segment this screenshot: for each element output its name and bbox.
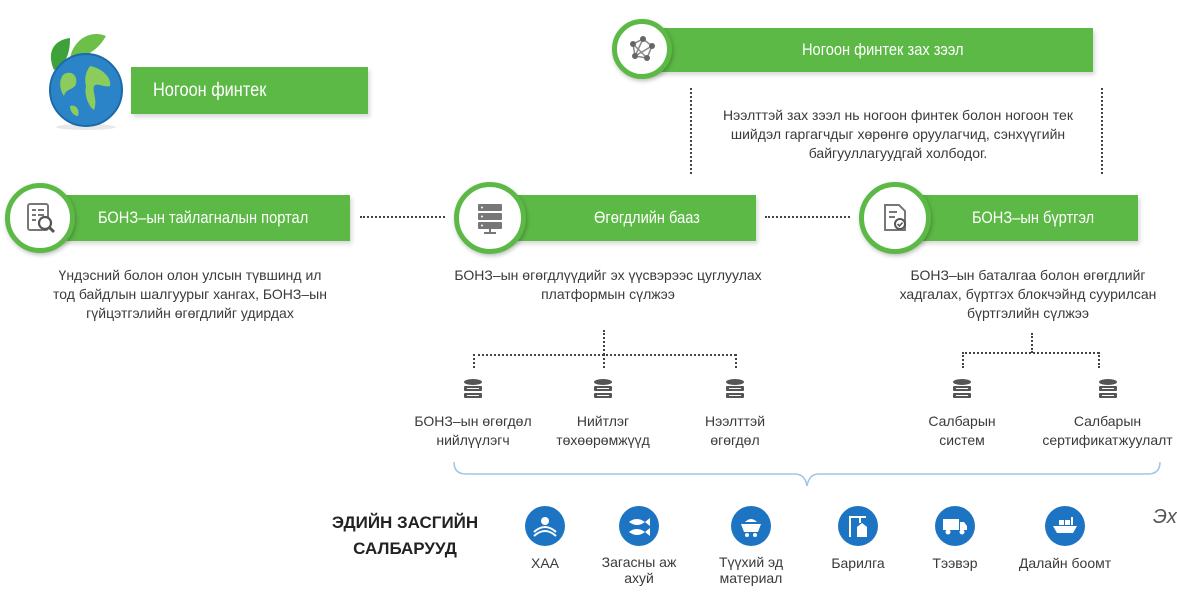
database-icon — [594, 379, 612, 398]
registry-tree-leg — [1098, 352, 1100, 368]
sector-label: Түүхий эд — [718, 554, 784, 570]
document-search-icon — [27, 203, 56, 234]
database-title: Өгөгдлийн бааз — [594, 208, 701, 227]
certificate-icon — [884, 204, 906, 231]
portal-description: Үндэсний болон олон улсын түвшинд ил тод… — [20, 266, 360, 323]
registry-title-bar: БОНЗ–ын бүртгэл — [893, 195, 1138, 241]
data-source-label: систем — [939, 432, 985, 448]
database-description-line: БОНЗ–ын өгөгдлүүдийг эх үүсвэрээс цуглуу… — [454, 267, 762, 283]
database-icon — [953, 379, 971, 398]
data-source-label: төхөөрөмжүүд — [556, 432, 650, 448]
market-title-bar: Ногоон финтек зах зээл — [638, 28, 1093, 72]
registry-icon-circle — [859, 182, 931, 254]
data-source-item: Салбарын сертификатжуулалт — [1038, 378, 1177, 450]
registry-description: БОНЗ–ын баталгаа болон өгөгдлийг хадгала… — [878, 266, 1177, 323]
market-description: Нээлттэй зах зээл нь ногоон финтек болон… — [708, 106, 1088, 163]
data-source-label: нийлүүлэгч — [436, 432, 510, 448]
database-icon — [1098, 379, 1117, 398]
agriculture-icon — [525, 506, 565, 546]
portal-icon-circle — [5, 183, 75, 253]
data-source-item: Салбарын систем — [912, 378, 1012, 450]
truck-icon — [935, 506, 975, 546]
sector-item: Далайн боомт — [1010, 506, 1120, 573]
edge-text: Эх — [1153, 506, 1177, 528]
registry-description-line: хадгалах, бүртгэх блокчэйнд суурилсан — [899, 286, 1157, 302]
database-icon — [726, 379, 744, 398]
market-description-line: шийдэл гаргагчдыг хөрөнгө оруулагчид, сэ… — [730, 126, 1066, 142]
sector-label: Тээвэр — [932, 555, 978, 571]
portal-description-line: Үндэсний болон олон улсын түвшинд ил — [58, 267, 322, 283]
sector-item: Түүхий эд материал — [706, 506, 796, 586]
market-left-connector — [690, 88, 692, 174]
sectors-title-line: САЛБАРУУД — [353, 539, 457, 558]
data-source-label: сертификатжуулалт — [1042, 432, 1173, 448]
portal-description-line: гүйцэтгэлийн өгөгдлийг удирдах — [86, 305, 294, 321]
data-source-label: өгөгдөл — [710, 432, 760, 448]
sector-item: Загасны аж ахуй — [596, 506, 682, 586]
portal-title-bar: БОНЗ–ын тайлагналын портал — [40, 195, 350, 241]
sector-item: Барилга — [818, 506, 898, 573]
mining-cart-icon — [731, 506, 771, 546]
sector-label: материал — [719, 570, 783, 586]
database-title-bar: Өгөгдлийн бааз — [486, 195, 756, 241]
database-tree-leg — [735, 354, 737, 368]
database-tree-leg — [473, 354, 475, 368]
registry-description-line: бүртгэлийн сүлжээ — [966, 305, 1090, 321]
sector-item: ХАА — [510, 506, 580, 573]
portal-title: БОНЗ–ын тайлагналын портал — [98, 208, 309, 227]
sector-label: Барилга — [831, 555, 885, 571]
data-source-label: Салбарын — [1073, 413, 1142, 429]
market-description-line: байгууллагуудгай холбодог. — [808, 145, 988, 161]
market-icon-circle — [612, 19, 672, 79]
globe-leaves-icon — [40, 30, 132, 130]
data-source-label: Нээлттэй — [704, 413, 766, 429]
sector-label: Далайн боомт — [1018, 555, 1112, 571]
database-description-line: платформын сүлжээ — [541, 286, 675, 302]
data-source-label: Салбарын — [928, 413, 996, 429]
data-source-label: БОНЗ–ын өгөгдөл — [414, 413, 532, 429]
market-description-line: Нээлттэй зах зээл нь ногоон финтек болон… — [723, 107, 1073, 123]
data-source-item: Нийтлэг төхөөрөмжүүд — [548, 378, 658, 450]
database-description: БОНЗ–ын өгөгдлүүдийг эх үүсвэрээс цуглуу… — [448, 266, 768, 304]
data-sources-bracket — [452, 460, 1162, 490]
database-tree-leg — [603, 354, 605, 368]
sector-label: ХАА — [530, 555, 559, 571]
database-icon-circle — [454, 182, 526, 254]
fintech-title-bar: Ногоон финтек — [131, 67, 368, 114]
registry-title: БОНЗ–ын бүртгэл — [971, 208, 1095, 227]
cargo-ship-icon — [1045, 506, 1085, 546]
market-right-connector — [1101, 88, 1103, 174]
construction-crane-icon — [838, 506, 878, 546]
portal-description-line: тод байдлын шалгуурыг хангах, БОНЗ–ын — [53, 286, 327, 302]
registry-description-line: БОНЗ–ын баталгаа болон өгөгдлийг — [910, 267, 1146, 283]
sectors-title: ЭДИЙН ЗАСГИЙН САЛБАРУУД — [330, 510, 480, 562]
market-title: Ногоон финтек зах зээл — [801, 40, 964, 59]
data-source-item: БОНЗ–ын өгөгдөл нийлүүлэгч — [408, 378, 538, 450]
data-source-label: Нийтлэг — [576, 413, 630, 429]
data-source-item: Нээлттэй өгөгдөл — [680, 378, 790, 450]
portal-database-connector — [360, 216, 445, 218]
fintech-title: Ногоон финтек — [153, 79, 267, 101]
database-registry-connector — [765, 216, 850, 218]
fish-icon — [619, 506, 659, 546]
sectors-title-line: ЭДИЙН ЗАСГИЙН — [331, 513, 479, 532]
registry-tree-stem — [1031, 333, 1033, 353]
server-database-icon — [478, 204, 502, 234]
sector-label: ахуй — [624, 570, 654, 586]
database-tree-stem — [603, 330, 605, 355]
database-icon — [464, 379, 482, 398]
sector-item: Тээвэр — [918, 506, 992, 573]
registry-tree-leg — [962, 352, 964, 368]
sector-label: Загасны аж — [601, 554, 677, 570]
network-nodes-icon — [630, 36, 655, 61]
registry-tree-branch — [962, 352, 1099, 354]
